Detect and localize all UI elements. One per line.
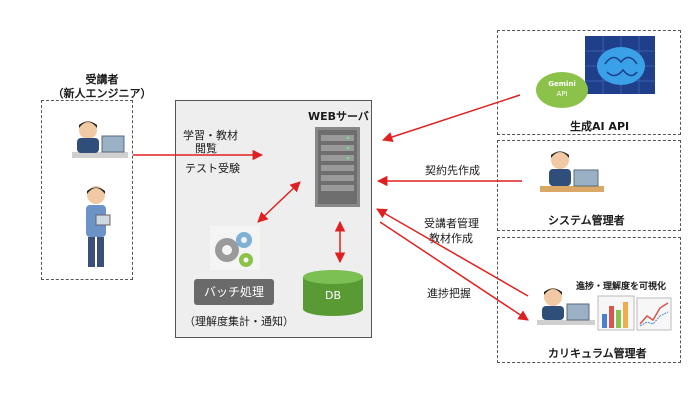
- progress-label: 進捗把握: [427, 287, 471, 300]
- curriculum-title: カリキュラム管理者: [548, 347, 647, 360]
- sysadmin-person-icon: [540, 151, 604, 192]
- db-cylinder-icon: [303, 270, 363, 316]
- brain-icon: [585, 36, 655, 94]
- arrow-server-batch: [257, 181, 301, 223]
- web-server-label: WEBサーバ: [308, 110, 369, 123]
- batch-caption: （理解度集計・通知）: [184, 315, 294, 328]
- ai-title: 生成AI API: [570, 120, 630, 133]
- manage-label-2: 教材作成: [429, 232, 473, 245]
- learner-laptop-icon: [72, 121, 128, 158]
- db-label: DB: [324, 289, 342, 302]
- server-rack-icon: [315, 127, 360, 207]
- visualize-label: 進捗・理解度を可視化: [576, 282, 667, 292]
- learn-label-2: 閲覧: [195, 142, 217, 155]
- bar-chart-icon: [597, 295, 635, 331]
- manage-label-1: 受講者管理: [424, 217, 479, 230]
- line-chart-icon: [636, 297, 672, 331]
- contract-label: 契約先作成: [425, 164, 480, 177]
- arrow-server-curriculum-2: [379, 221, 529, 321]
- gemini-badge-icon: [536, 72, 588, 108]
- learner-subtitle: （新人エンジニア）: [52, 87, 152, 100]
- sysadmin-title: システム管理者: [548, 214, 625, 227]
- learner-standing-icon: [86, 186, 111, 267]
- gemini-text-1: Gemini: [548, 80, 576, 88]
- arrow-ai-to-server: [382, 94, 521, 143]
- gears-icon: [210, 226, 260, 270]
- arrow-server-curriculum-1: [376, 208, 529, 297]
- learn-label-3: テスト受験: [185, 162, 240, 175]
- curriculum-person-icon: [537, 288, 595, 325]
- learner-title: 受講者: [85, 73, 119, 86]
- learn-label-1: 学習・教材: [183, 129, 238, 142]
- batch-process-box: バッチ処理: [194, 279, 274, 305]
- gemini-text-2: API: [556, 90, 568, 98]
